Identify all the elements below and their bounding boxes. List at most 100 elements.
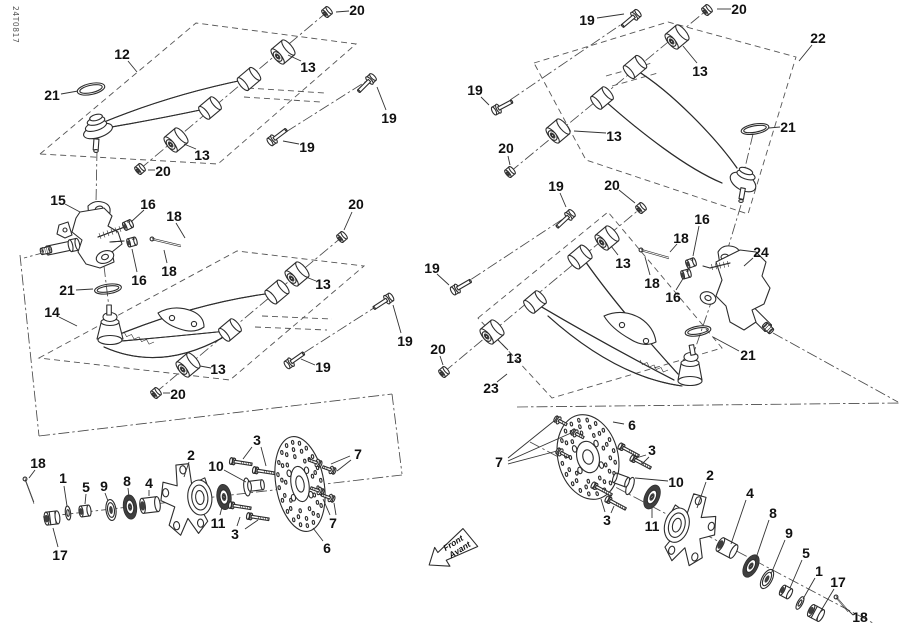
callout-16: 16 <box>131 272 147 288</box>
callout-20: 20 <box>155 163 171 179</box>
o-ring-21 <box>94 283 122 295</box>
pivot-bolt-19 <box>283 351 306 370</box>
leader-line <box>236 516 241 527</box>
leader-line <box>610 505 615 514</box>
leader-line <box>64 203 81 213</box>
leader-line <box>63 485 68 507</box>
leader-line <box>376 86 387 111</box>
arm-socket <box>218 318 242 342</box>
brake-disc-6 <box>274 435 326 533</box>
flange-nut-20 <box>150 387 162 399</box>
doc-code: 24T0817 <box>11 6 20 43</box>
callout-23: 23 <box>483 380 499 396</box>
pivot-bushing-13 <box>284 261 310 287</box>
callout-9: 9 <box>785 525 793 541</box>
castle-nut-17 <box>806 604 826 622</box>
callout-17: 17 <box>52 547 68 563</box>
leader-line <box>60 90 79 95</box>
upper-a-arm-22 <box>603 69 757 203</box>
leader-line <box>330 455 351 465</box>
callout-20: 20 <box>170 386 186 402</box>
leader-line <box>439 355 444 366</box>
callout-18: 18 <box>30 455 46 471</box>
disc-bolt-7 <box>555 447 570 459</box>
callout-20: 20 <box>498 140 514 156</box>
wheel-stud-3 <box>590 481 613 497</box>
callout-19: 19 <box>397 333 413 349</box>
pivot-bushing-13 <box>175 352 201 378</box>
leader-line <box>798 44 813 62</box>
callout-11: 11 <box>645 518 660 534</box>
callout-18: 18 <box>673 230 689 246</box>
callout-19: 19 <box>467 82 483 98</box>
disc-bolt-7 <box>321 465 337 475</box>
callout-13: 13 <box>315 276 331 292</box>
pivot-bolt-19 <box>266 127 288 147</box>
leader-line <box>610 245 619 256</box>
wheel-stud-3 <box>228 457 253 467</box>
dashed-mounting-plane <box>533 21 797 215</box>
pivot-bolt-19 <box>555 209 576 229</box>
callout-13: 13 <box>194 147 210 163</box>
disc-bolt-7 <box>320 493 336 503</box>
leader-line <box>754 519 770 562</box>
callout-11: 11 <box>211 515 226 531</box>
castle-nut-16 <box>680 268 692 280</box>
washer-1 <box>64 505 72 521</box>
castle-nut-16 <box>126 236 138 248</box>
callout-13: 13 <box>615 255 631 271</box>
callout-15: 15 <box>50 192 66 208</box>
lower-a-arm-23 <box>539 260 703 387</box>
leader-line <box>634 477 669 482</box>
callout-16: 16 <box>694 211 710 227</box>
callout-8: 8 <box>123 473 131 489</box>
leader-line <box>712 336 740 352</box>
leader-line <box>287 54 302 62</box>
leader-line <box>600 498 606 513</box>
leader-line <box>635 454 647 459</box>
leader-line <box>507 432 572 462</box>
cotter-pin-18 <box>638 247 670 260</box>
callout-8: 8 <box>769 505 777 521</box>
o-ring-21 <box>684 325 712 337</box>
pivot-bolt-19 <box>620 8 642 28</box>
leader-line <box>312 527 324 542</box>
callout-19: 19 <box>299 139 315 155</box>
callout-2: 2 <box>706 467 714 483</box>
leader-line <box>559 192 567 208</box>
leader-line <box>333 502 337 516</box>
leader-line <box>573 130 607 134</box>
leader-line <box>163 249 168 264</box>
callout-1: 1 <box>815 563 823 579</box>
leader-line <box>618 189 636 204</box>
leader-line <box>743 257 754 267</box>
callout-7: 7 <box>354 446 362 462</box>
dashed-mounting-plane <box>37 250 366 381</box>
upper-a-arm-12 <box>83 79 244 153</box>
leader-line <box>802 577 816 600</box>
callout-2: 2 <box>187 447 195 463</box>
callout-13: 13 <box>606 128 622 144</box>
callout-6: 6 <box>628 417 636 433</box>
wheel-stud-3 <box>604 495 627 511</box>
leader-line <box>52 527 59 548</box>
leader-line <box>847 609 854 616</box>
spacer-5 <box>78 504 92 518</box>
callout-20: 20 <box>348 196 364 212</box>
leader-line <box>821 588 835 610</box>
leader-line <box>28 469 36 479</box>
pivot-bushing-13 <box>545 118 571 144</box>
cotter-pin-18 <box>22 476 35 504</box>
disc-bolt-7 <box>553 415 568 427</box>
callout-12: 12 <box>114 46 130 62</box>
dashed-mounting-plane <box>38 22 358 165</box>
leader-line <box>127 487 130 498</box>
leader-line <box>183 461 190 478</box>
cylinder <box>761 321 775 335</box>
callout-3: 3 <box>231 526 239 542</box>
leader-line <box>282 140 300 145</box>
leader-line <box>84 493 87 505</box>
callout-13: 13 <box>506 350 522 366</box>
callout-18: 18 <box>166 208 182 224</box>
